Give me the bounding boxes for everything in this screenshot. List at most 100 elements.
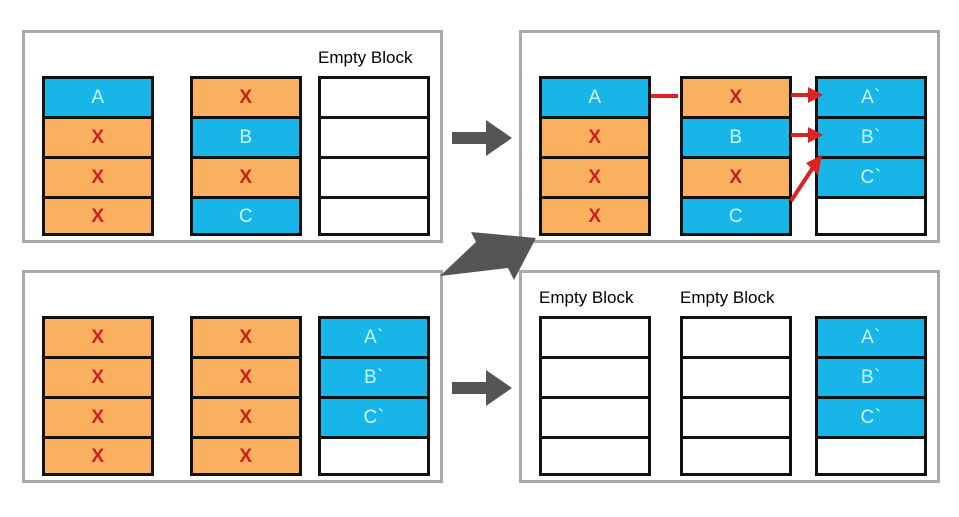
- block: X: [539, 196, 651, 236]
- block-label: X: [91, 127, 105, 148]
- block-label: B: [729, 127, 743, 148]
- stack-tr-1: A X X X: [539, 76, 651, 236]
- block: A`: [318, 316, 430, 356]
- stack-tr-3: A` B` C`: [815, 76, 927, 236]
- block: X: [42, 356, 154, 396]
- block-label: C`: [363, 407, 385, 428]
- block: X: [42, 116, 154, 156]
- block: [680, 436, 792, 476]
- block: [539, 316, 651, 356]
- block-label: X: [239, 445, 253, 467]
- stack-bl-1: X X X X: [42, 316, 154, 476]
- block-label: B`: [861, 367, 881, 388]
- block: X: [42, 316, 154, 356]
- stack-bl-3: A` B` C`: [318, 316, 430, 476]
- block: A`: [815, 316, 927, 356]
- stack-label-empty-block: Empty Block: [680, 288, 775, 307]
- block-label: C: [728, 205, 744, 227]
- block-label: A`: [861, 327, 881, 348]
- block: [318, 196, 430, 236]
- block-label: X: [729, 167, 743, 188]
- block-label: X: [588, 167, 602, 188]
- stack-br-2: [680, 316, 792, 476]
- block: X: [680, 76, 792, 116]
- block: [680, 396, 792, 436]
- block-label: X: [91, 167, 105, 188]
- block-label: A: [588, 87, 602, 108]
- block: X: [42, 436, 154, 476]
- block: B`: [318, 356, 430, 396]
- block: X: [190, 396, 302, 436]
- block: B: [190, 116, 302, 156]
- block: B`: [815, 356, 927, 396]
- block-label: X: [239, 87, 253, 108]
- block-label: B`: [364, 367, 384, 388]
- block: C: [680, 196, 792, 236]
- block-label: C: [238, 205, 254, 227]
- block: A: [539, 76, 651, 116]
- block-label: X: [91, 327, 105, 348]
- block-label: X: [91, 367, 105, 388]
- arrow-right-top-icon: [452, 120, 512, 156]
- block: X: [190, 436, 302, 476]
- block-label: C`: [860, 167, 882, 188]
- block: [539, 436, 651, 476]
- block-label: C`: [860, 407, 882, 428]
- block: B`: [815, 116, 927, 156]
- arrow-down-left-icon: [440, 232, 536, 280]
- block-label: X: [239, 327, 253, 348]
- red-arrow-row2-icon: [791, 127, 823, 143]
- block: X: [42, 196, 154, 236]
- stack-tl-3: [318, 76, 430, 236]
- panel-bottom-left: X X X X X X X X A` B` C`: [22, 270, 443, 483]
- block: X: [42, 156, 154, 196]
- block: C`: [815, 156, 927, 196]
- block: [815, 196, 927, 236]
- stack-tr-2: X B X C: [680, 76, 792, 236]
- block: X: [190, 356, 302, 396]
- block-label: X: [239, 367, 253, 388]
- block-label: X: [91, 407, 105, 428]
- block: [318, 76, 430, 116]
- stack-label-empty-block: Empty Block: [318, 48, 413, 67]
- stack-bl-2: X X X X: [190, 316, 302, 476]
- block: [815, 436, 927, 476]
- block: X: [539, 116, 651, 156]
- block: C`: [318, 396, 430, 436]
- block: [680, 316, 792, 356]
- block-label: X: [588, 205, 602, 227]
- block: X: [190, 156, 302, 196]
- block: X: [42, 396, 154, 436]
- block: X: [190, 316, 302, 356]
- arrow-right-bottom-icon: [452, 370, 512, 406]
- block-label: X: [239, 407, 253, 428]
- block-label: X: [91, 445, 105, 467]
- block-label: X: [729, 87, 743, 108]
- block: C`: [815, 396, 927, 436]
- block: [318, 116, 430, 156]
- red-arrow-diagonal-c-icon: [789, 155, 822, 203]
- block: [318, 436, 430, 476]
- block: [680, 356, 792, 396]
- block: [539, 396, 651, 436]
- block: B: [680, 116, 792, 156]
- stack-tl-2: X B X C: [190, 76, 302, 236]
- stack-br-1: [539, 316, 651, 476]
- block-label: X: [91, 205, 105, 227]
- panel-top-left: A X X X X B X C Empty Block: [22, 30, 443, 243]
- block-label: B: [239, 127, 253, 148]
- block: X: [539, 156, 651, 196]
- block: A`: [815, 76, 927, 116]
- block-label: B`: [861, 127, 881, 148]
- red-dash-connector-icon: [651, 94, 678, 98]
- red-arrow-row1-icon: [791, 87, 823, 103]
- block-label: A`: [861, 87, 881, 108]
- block-label: X: [239, 167, 253, 188]
- panel-bottom-right: Empty Block Empty Block A` B` C`: [519, 270, 940, 483]
- stack-label-empty-block: Empty Block: [539, 288, 634, 307]
- block-label: X: [588, 127, 602, 148]
- block: C: [190, 196, 302, 236]
- block: X: [190, 76, 302, 116]
- block-label: A: [91, 87, 105, 108]
